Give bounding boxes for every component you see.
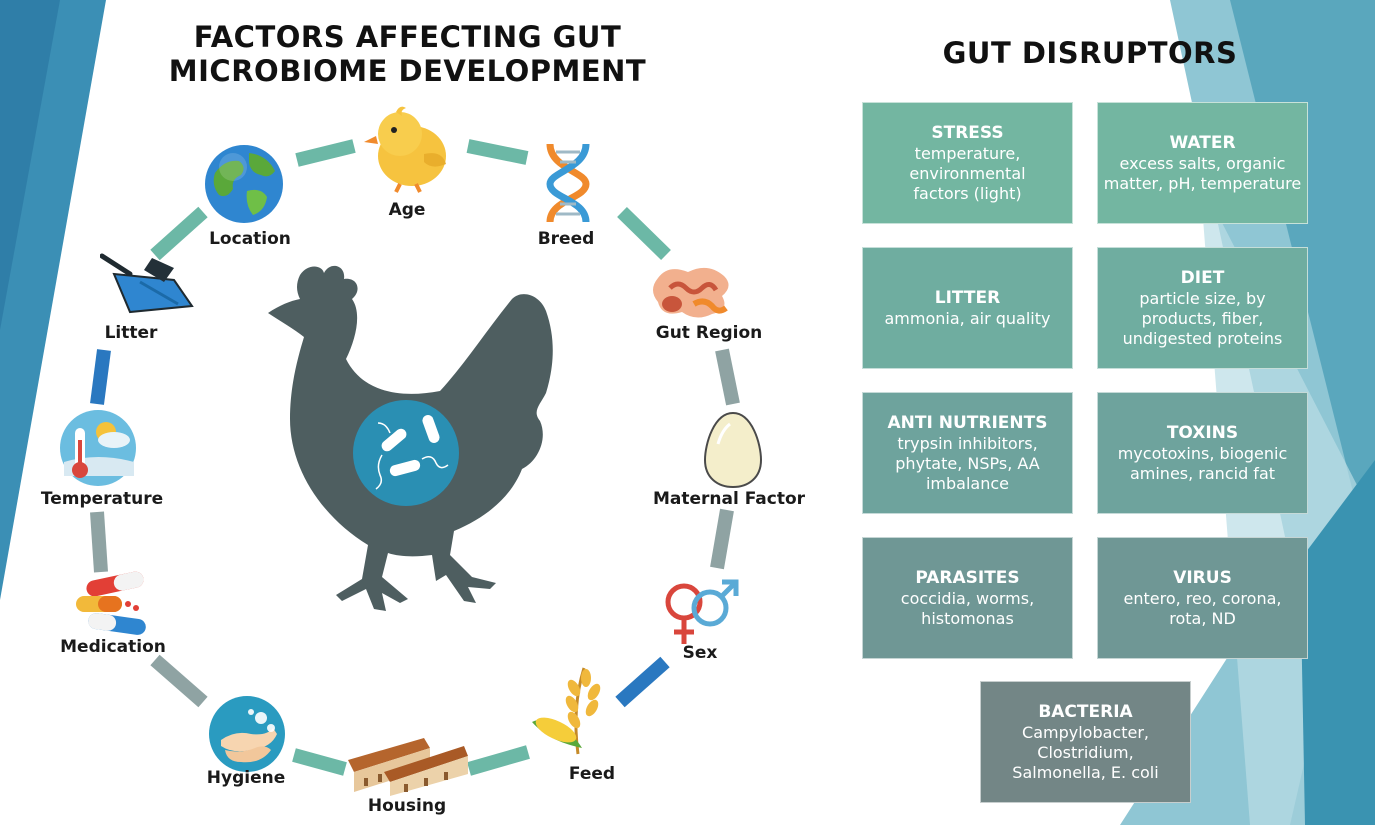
factor-label-hygiene: Hygiene [206,768,286,788]
chick-icon [364,106,446,193]
disruptor-box-water: WATER excess salts, organic matter, pH, … [1097,102,1308,224]
gender-symbols-icon [665,579,739,644]
disruptor-title: VIRUS [1173,567,1232,588]
disruptor-body: trypsin inhibitors, phytate, NSPs, AA im… [895,433,1040,493]
ring-segment [617,206,671,261]
factor-label-feed: Feed [568,764,616,784]
factor-label-housing: Housing [367,796,447,816]
factor-label-medication: Medication [60,637,166,657]
handwash-icon [209,696,285,772]
disruptor-body: coccidia, worms, histomonas [900,588,1035,628]
ring-segment [715,348,740,406]
factor-label-breed: Breed [537,229,595,249]
disruptor-body: ammonia, air quality [884,308,1051,328]
disruptor-box-bacteria: BACTERIA Campylobacter, Clostridium, Sal… [980,681,1191,803]
disruptor-box-toxins: TOXINS mycotoxins, biogenic amines, ranc… [1097,392,1308,514]
ring-segment [467,745,530,776]
disruptor-body: particle size, by products, fiber, undig… [1122,288,1283,348]
dna-icon [546,143,590,223]
disruptor-body: excess salts, organic matter, pH, temper… [1103,153,1302,193]
disruptor-title: BACTERIA [1038,701,1133,722]
ring-segment [292,748,347,776]
factor-label-maternal-factor: Maternal Factor [652,489,806,509]
factor-label-age: Age [388,200,426,220]
disruptor-title: LITTER [934,287,1001,308]
disruptor-box-diet: DIET particle size, by products, fiber, … [1097,247,1308,369]
disruptor-body: temperature, environmental factors (ligh… [909,143,1026,203]
thermometer-icon [60,410,136,486]
factor-label-sex: Sex [682,643,718,663]
ring-segment [466,139,529,165]
disruptor-body: Campylobacter, Clostridium, Salmonella, … [1012,722,1159,782]
barn-icon [348,738,468,796]
ring-segment [615,656,670,708]
disruptor-box-stress: STRESS temperature, environmental factor… [862,102,1073,224]
disruptor-body: entero, reo, corona, rota, ND [1123,588,1282,628]
factor-label-gut-region: Gut Region [655,323,763,343]
factors-ring [90,139,740,776]
grain-icon [532,667,601,755]
egg-icon [703,411,763,489]
factor-label-litter: Litter [104,323,158,343]
disruptor-title: PARASITES [915,567,1020,588]
dustpan-icon [100,253,194,314]
disruptor-box-parasites: PARASITES coccidia, worms, histomonas [862,537,1073,659]
globe-icon [205,145,283,223]
disruptor-box-anti-nutrients: ANTI NUTRIENTS trypsin inhibitors, phyta… [862,392,1073,514]
ring-segment [150,654,208,708]
ring-segment [90,511,108,573]
factor-label-temperature: Temperature [40,489,164,509]
ring-segment [150,206,208,261]
ring-segment [710,508,734,570]
disruptors-title: GUT DISRUPTORS [942,36,1238,70]
disruptor-title: TOXINS [1166,422,1239,443]
disruptor-title: STRESS [931,122,1004,143]
disruptor-title: WATER [1169,132,1236,153]
disruptor-title: ANTI NUTRIENTS [887,412,1048,433]
factor-label-location: Location [209,229,291,249]
pills-icon [76,571,146,635]
ring-segment [295,139,356,167]
intestine-icon [653,267,729,318]
bacteria-icon [353,400,459,506]
disruptor-body: mycotoxins, biogenic amines, rancid fat [1117,443,1288,483]
page-title: FACTORS AFFECTING GUT MICROBIOME DEVELOP… [168,20,647,88]
disruptor-box-virus: VIRUS entero, reo, corona, rota, ND [1097,537,1308,659]
disruptor-title: DIET [1180,267,1225,288]
ring-segment [90,349,111,405]
disruptor-box-litter: LITTER ammonia, air quality [862,247,1073,369]
